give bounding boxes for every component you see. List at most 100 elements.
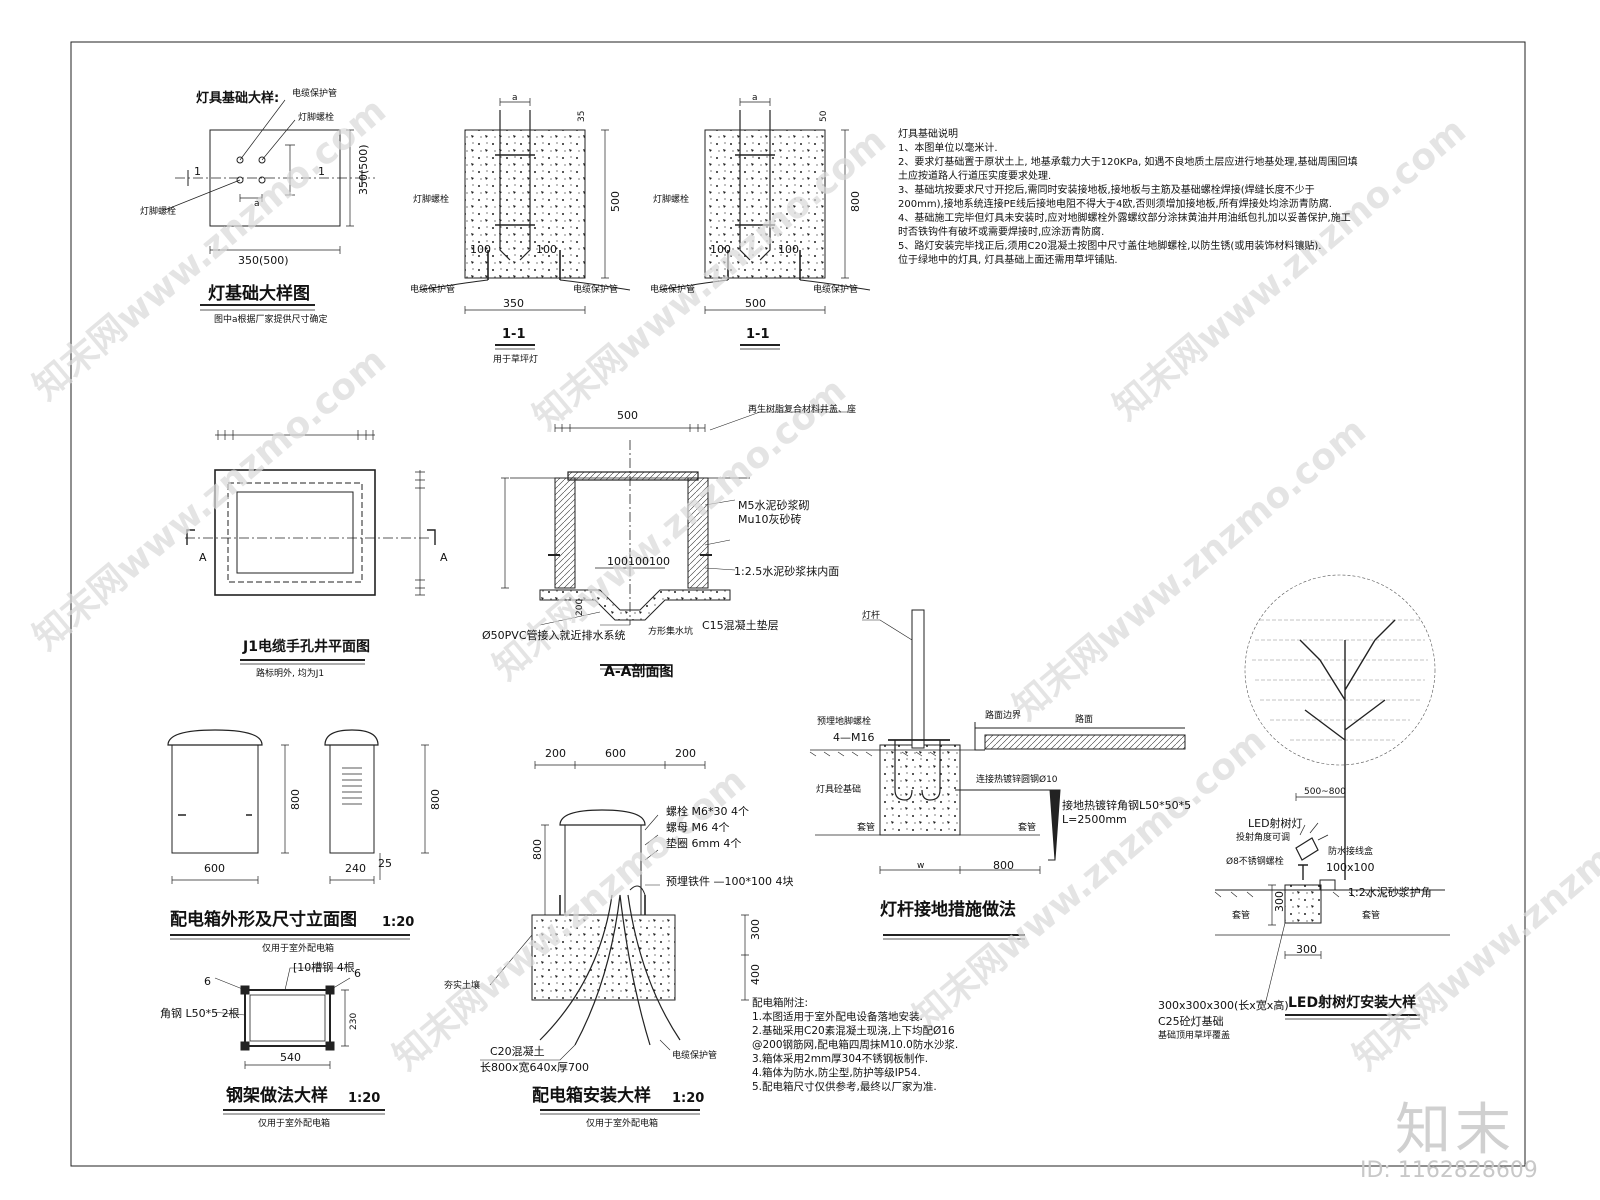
- led-dim-range: 500~800: [1304, 787, 1346, 797]
- install-label-size: 长800x宽640x厚700: [480, 1061, 590, 1074]
- elev-dim-side-25: 25: [378, 857, 392, 870]
- section350-dim-width: 350: [503, 297, 524, 310]
- install-label-soil: 夯实土壤: [444, 981, 481, 991]
- section350-subtitle: 用于草坪灯: [493, 355, 539, 365]
- box-notes-line: @200钢筋网,配电箱四周抹M10.0防水沙浆.: [752, 1039, 959, 1051]
- handhole-dim-small: 200: [575, 598, 585, 616]
- led-label-mortar: 1:2水泥砂浆护角: [1348, 886, 1432, 899]
- handhole-plan: [185, 430, 436, 665]
- notes-line: 5、路灯安装完毕找正后,须用C20混凝土按图中尺寸盖住地脚螺栓,以防生锈(或用装…: [898, 241, 1322, 252]
- frame-label-channel: [10槽钢 4根: [293, 961, 355, 974]
- elev-title: 配电箱外形及尺寸立面图: [170, 910, 357, 930]
- box-install: [480, 761, 749, 1115]
- box-notes-line: 4.箱体为防水,防尘型,防护等级IP54.: [752, 1067, 921, 1079]
- pole-title: 灯杆接地措施做法: [880, 900, 1016, 920]
- section500-dim-top: 50: [819, 110, 829, 122]
- handhole-dim-width: 500: [617, 409, 638, 422]
- pole-label-pipe-left: 套管: [857, 823, 876, 833]
- install-dim-400: 400: [749, 964, 762, 985]
- frame-scale: 1:20: [348, 1091, 381, 1106]
- foundation-title: 灯基础大样图: [208, 284, 310, 304]
- section350-label-bolt: 灯脚螺栓: [413, 195, 450, 205]
- pole-label-bolt: 预埋地脚螺栓: [817, 717, 872, 727]
- section500-title: 1-1: [746, 327, 770, 342]
- install-subtitle: 仅用于室外配电箱: [586, 1119, 659, 1129]
- install-dim-600: 600: [605, 747, 626, 760]
- foundation-subtitle: 图中a根据厂家提供尺寸确定: [214, 315, 328, 325]
- handhole-label-cover: 再生树脂复合材料井盖、座: [748, 405, 857, 415]
- led-label-pipe-left: 套管: [1232, 911, 1251, 921]
- handhole-label-m5: M5水泥砂浆砌: [738, 499, 810, 512]
- notes-line: 3、基础坑按要求尺寸开挖后,需同时安装接地板,接地板与主筋及基础螺栓焊接(焊缝长…: [898, 185, 1315, 196]
- led-label-led: LED射树灯: [1248, 817, 1303, 830]
- install-scale: 1:20: [672, 1091, 705, 1106]
- section-350: [419, 98, 631, 350]
- led-label-pipe-right: 套管: [1362, 911, 1381, 921]
- section350-label-100: 100: [536, 243, 557, 256]
- handhole-label-mu10: Mu10灰砂砖: [738, 513, 802, 526]
- foundation-section-mark: 1: [194, 165, 201, 178]
- section500-dim-width: 500: [745, 297, 766, 310]
- steel-frame: [211, 967, 385, 1115]
- frame-title: 钢架做法大样: [226, 1086, 328, 1106]
- notes-heading: 灯具基础说明: [898, 129, 958, 140]
- install-label-c20: C20混凝土: [490, 1045, 545, 1058]
- led-label-size: 300x300x300(长x宽x高): [1158, 999, 1289, 1012]
- led-label-c25: C25砼灯基础: [1158, 1015, 1224, 1028]
- install-dim-300: 300: [749, 919, 762, 940]
- box-notes-line: 3.箱体采用2mm厚304不锈钢板制作.: [752, 1053, 929, 1065]
- notes-line: 200mm),接地系统连接PE线后接地电阻不得大于4欧,否则须增加接地板,所有焊…: [898, 199, 1332, 210]
- foundation-label-bolt-left: 灯脚螺栓: [140, 207, 177, 217]
- section350-label-100: 100: [470, 243, 491, 256]
- notes-line: 时否铁钩件有破坏或需要焊接时,应涂沥青防腐.: [898, 227, 1105, 238]
- pole-dim-w: w: [917, 861, 925, 871]
- elev-dim-height-side: 800: [429, 789, 442, 810]
- section500-pipe-right: 电缆保护管: [813, 285, 859, 295]
- section350-pipe-right: 电缆保护管: [573, 285, 619, 295]
- pole-label-curb: 路面边界: [985, 711, 1022, 721]
- frame-dim-540: 540: [280, 1051, 301, 1064]
- pole-label-length: L=2500mm: [1062, 813, 1127, 826]
- elev-subtitle: 仅用于室外配电箱: [262, 944, 335, 954]
- section350-dim-height: 500: [609, 191, 622, 212]
- foundation-label-bolt: 灯脚螺栓: [298, 113, 335, 123]
- box-notes-line: 5.配电箱尺寸仅供参考,最终以厂家为准.: [752, 1081, 937, 1093]
- notes-line: 4、基础施工完毕但灯具未安装时,应对地脚螺栓外露螺纹部分涂抹黄油并用油纸包扎加以…: [898, 213, 1351, 224]
- watermark-id: ID: 1162828609: [1360, 1158, 1538, 1183]
- pole-label-ground-line: 连接热镀锌圆钢Ø10: [976, 775, 1058, 785]
- led-dim-300v: 300: [1273, 891, 1286, 912]
- section500-dim-a: a: [752, 93, 758, 103]
- pole-grounding: [809, 609, 1186, 940]
- led-label-box: 防水接线盒: [1328, 847, 1374, 857]
- elev-dim-width-front: 600: [204, 862, 225, 875]
- foundation-heading: 灯具基础大样:: [196, 91, 280, 106]
- led-dim-300h: 300: [1296, 943, 1317, 956]
- frame-label-six: 6: [354, 967, 361, 980]
- install-spec-bolt: 螺栓 M6*30 4个: [666, 805, 749, 818]
- led-title: LED射树灯安装大样: [1288, 995, 1417, 1011]
- handhole-label-c15: C15混凝土垫层: [702, 619, 779, 632]
- elev-dim-side-240: 240: [345, 862, 366, 875]
- section500-label-100: 100: [778, 243, 799, 256]
- foundation-dim-side: 350(500): [357, 144, 370, 195]
- install-title: 配电箱安装大样: [532, 1086, 651, 1106]
- notes-line: 土应按道路人行道压实度要求处理.: [898, 171, 1052, 182]
- led-label-bolt: Ø8不锈钢螺栓: [1226, 857, 1284, 867]
- foundation-notes: 灯具基础说明 1、本图单位以毫米计. 2、要求灯基础置于原状土上, 地基承载力大…: [898, 128, 1358, 268]
- foundation-label-pipe: 电缆保护管: [292, 89, 338, 99]
- frame-subtitle: 仅用于室外配电箱: [258, 1119, 331, 1129]
- section500-dim-height: 800: [849, 191, 862, 212]
- section350-dim-a: a: [512, 93, 518, 103]
- foundation-dim-a: a: [254, 199, 260, 209]
- box-notes-line: 1.本图适用于室外配电设备落地安装.: [752, 1011, 923, 1023]
- led-label-angle: 投射角度可调: [1236, 833, 1291, 843]
- handhole-section-mark: A: [440, 551, 448, 564]
- handhole-section-title: A-A剖面图: [604, 664, 674, 680]
- frame-label-angle: 角钢 L50*5 2根: [160, 1007, 240, 1020]
- install-dim-800: 800: [531, 839, 544, 860]
- box-notes: 配电箱附注: 1.本图适用于室外配电设备落地安装. 2.基础采用C20素混凝土现…: [752, 996, 958, 1094]
- sheet-border: [70, 41, 1526, 1167]
- foundation-dim-bottom: 350(500): [238, 254, 289, 267]
- frame-label-six: 6: [204, 975, 211, 988]
